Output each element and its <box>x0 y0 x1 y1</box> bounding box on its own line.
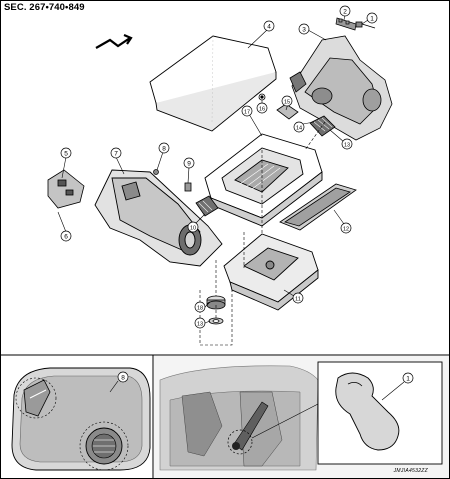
callout-14: 14 <box>293 121 305 133</box>
svg-text:8: 8 <box>121 374 125 381</box>
part-clip-strip <box>335 17 357 31</box>
detail-panel-part-8: 8 <box>11 367 151 471</box>
part-left-side-trim <box>94 169 223 267</box>
svg-text:11: 11 <box>295 296 301 302</box>
part-spare-tire-tray <box>223 233 319 311</box>
svg-text:7: 7 <box>114 150 118 157</box>
callout-10: 10 <box>187 221 199 233</box>
svg-text:13: 13 <box>344 142 350 148</box>
callout-15: 15 <box>281 95 293 107</box>
part-grommet <box>258 93 266 101</box>
callout-7: 7 <box>110 147 122 159</box>
part-luggage-tray <box>204 133 323 227</box>
part-rear-sill-cover <box>279 183 357 231</box>
part-vent-grille-upper <box>309 115 336 137</box>
callout-4: 4 <box>263 20 275 32</box>
svg-text:6: 6 <box>64 233 68 240</box>
callout-12: 12 <box>340 222 352 234</box>
svg-text:13: 13 <box>197 321 203 327</box>
svg-text:8: 8 <box>162 145 166 152</box>
callout-17: 17 <box>241 105 253 117</box>
svg-text:15: 15 <box>284 99 290 105</box>
detail-panel-photo: 1 <box>154 356 449 478</box>
callout-5: 5 <box>60 147 72 159</box>
part-nut <box>208 317 224 325</box>
callout-13-upper: 13 <box>341 138 353 150</box>
callout-8-detail <box>117 371 129 383</box>
callout-8-main: 8 <box>158 142 170 154</box>
svg-text:1: 1 <box>370 15 374 22</box>
callout-markers: 1 2 3 4 16 15 14 13 17 5 7 8 9 10 6 12 1… <box>60 5 378 329</box>
section-label: SEC. 267•740•849 <box>4 2 85 13</box>
svg-text:5: 5 <box>64 150 68 157</box>
svg-text:1: 1 <box>406 375 410 382</box>
callout-6: 6 <box>60 230 72 242</box>
callout-2: 2 <box>339 5 351 17</box>
part-clip-pin <box>355 21 376 29</box>
part-left-clip <box>47 169 85 209</box>
image-code: JMJIA4532ZZ <box>393 468 428 474</box>
svg-text:10: 10 <box>190 225 196 231</box>
callout-11: 11 <box>292 292 304 304</box>
svg-text:18: 18 <box>197 305 203 311</box>
svg-text:4: 4 <box>267 23 271 30</box>
callout-16: 16 <box>256 102 268 114</box>
callout-1-detail <box>402 372 414 384</box>
part-trunk-board <box>149 35 277 132</box>
svg-text:2: 2 <box>343 8 347 15</box>
callout-1-main: 1 <box>366 12 378 24</box>
callout-3: 3 <box>298 23 310 35</box>
callout-13-lower: 13 <box>194 317 206 329</box>
front-arrow-icon <box>95 33 133 49</box>
alignment-dashed-lines <box>199 121 326 346</box>
part-bracket <box>276 103 299 120</box>
callout-9: 9 <box>183 157 195 169</box>
svg-text:12: 12 <box>343 226 349 232</box>
part-screw <box>153 169 159 175</box>
part-rear-finisher <box>289 35 393 141</box>
svg-text:3: 3 <box>302 26 306 33</box>
svg-text:9: 9 <box>187 160 191 167</box>
svg-text:17: 17 <box>244 109 250 115</box>
svg-text:16: 16 <box>259 106 265 112</box>
part-vent-grille-lower <box>184 182 219 217</box>
callout-18: 18 <box>194 301 206 313</box>
svg-text:14: 14 <box>296 125 302 131</box>
leader-lines <box>57 13 369 324</box>
